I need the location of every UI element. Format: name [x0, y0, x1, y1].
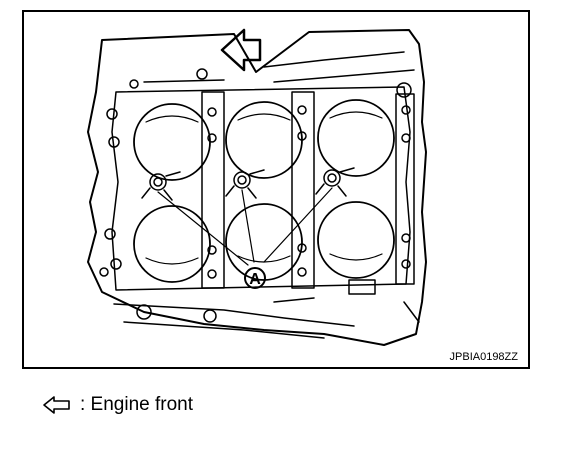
lower-web-lines: [113, 297, 420, 339]
oil-jet: [225, 169, 265, 199]
oil-jet: [315, 167, 355, 197]
upper-web-lines: [143, 51, 415, 83]
bulkhead-right: [395, 93, 415, 285]
bolt-holes: [99, 68, 412, 323]
block-outline: [87, 29, 427, 346]
bore-arcs: [145, 111, 383, 265]
bore: [225, 203, 303, 281]
bore: [317, 201, 395, 279]
engine-block-figure: A JPBIA0198ZZ: [22, 10, 530, 369]
oil-gallery-boss: [348, 279, 376, 295]
cylinder-block-drawing: A: [87, 28, 427, 346]
callout-circle: [244, 267, 266, 289]
bulkhead-center: [291, 91, 315, 289]
engine-front-arrow-icon: [220, 28, 262, 72]
bore: [133, 205, 211, 283]
oil-jet: [141, 171, 181, 201]
legend-label: : Engine front: [80, 394, 194, 415]
figure-code: JPBIA0198ZZ: [449, 351, 518, 363]
bore: [317, 99, 395, 177]
legend: : Engine front: [42, 393, 193, 417]
leader-lines: [157, 187, 333, 266]
callout-label: A: [249, 271, 261, 288]
bulkhead-left: [201, 91, 225, 289]
hollow-left-arrow-icon: [43, 396, 70, 414]
